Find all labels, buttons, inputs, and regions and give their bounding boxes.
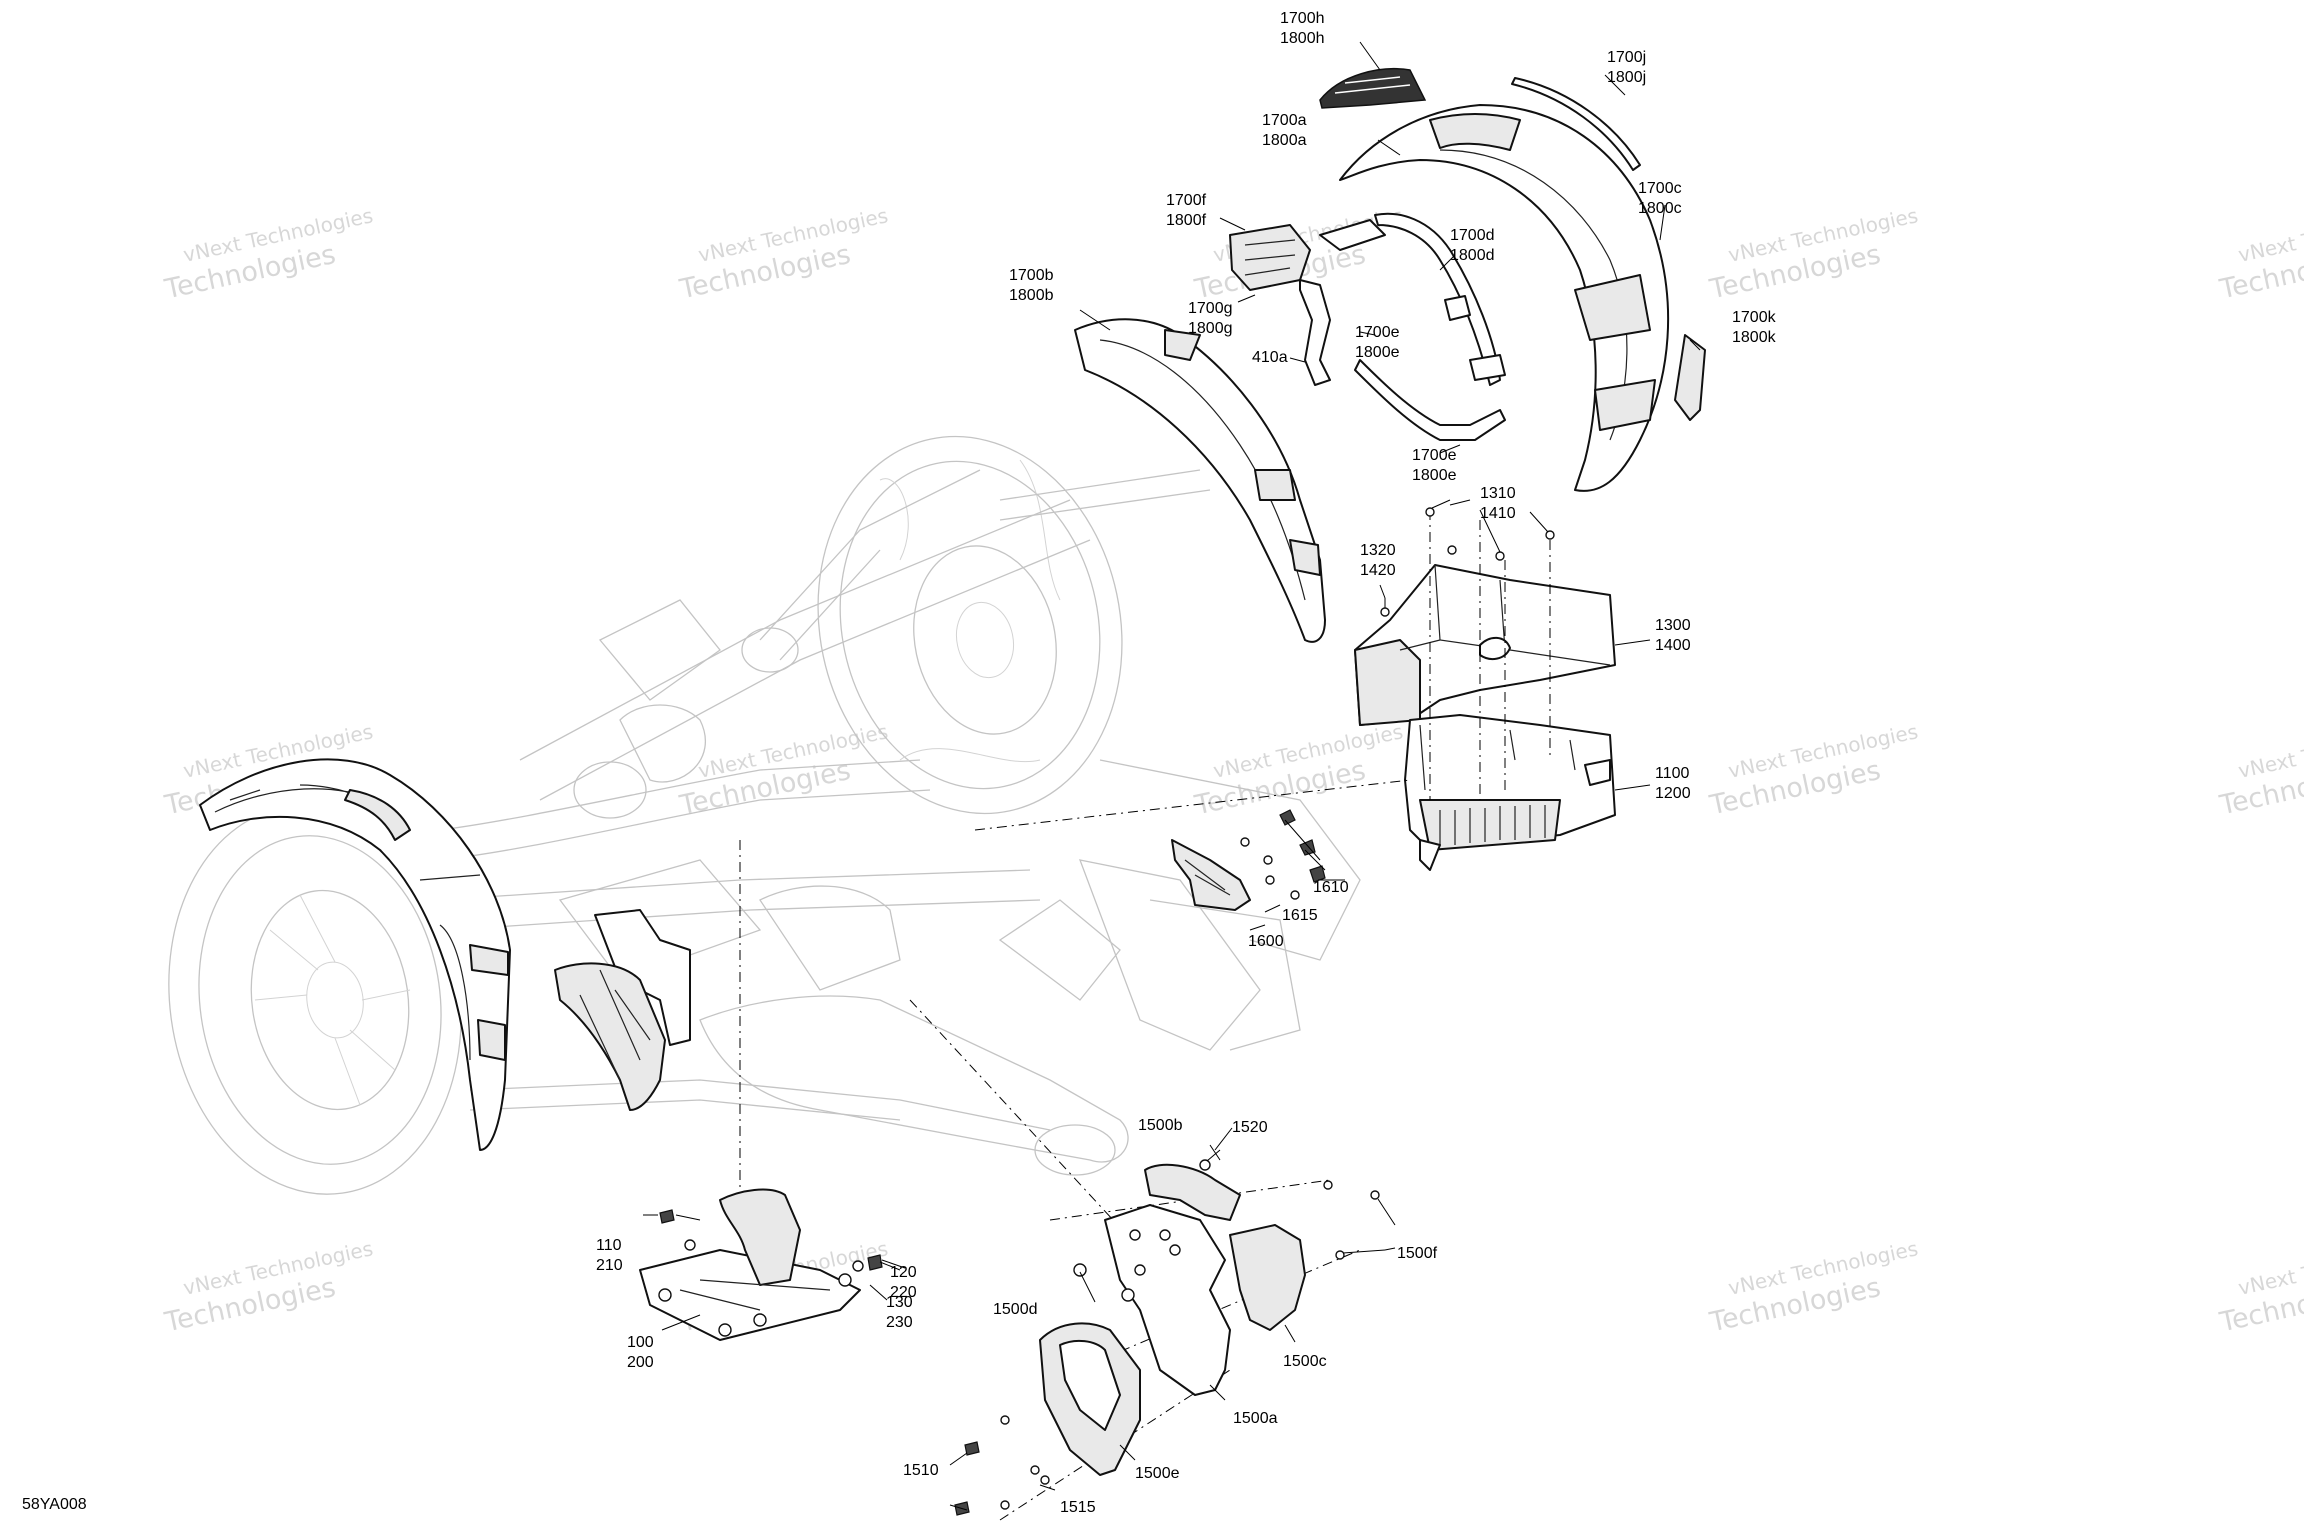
lower-guard-100: [639, 1188, 906, 1341]
callout: 1700f: [1166, 192, 1207, 209]
callout: 1800b: [1009, 287, 1054, 304]
callout: 1800h: [1280, 30, 1325, 47]
rear-fender-assembly: [1074, 68, 1706, 643]
bracket-1600: [1171, 809, 1326, 911]
side-panel-assembly: [1354, 499, 1616, 871]
front-deflector-assembly: [554, 909, 691, 1111]
flap-1700k: [1674, 334, 1706, 421]
diagram-code: 58YA008: [22, 1496, 87, 1513]
watermark: vNext Technologies Technologies: [676, 203, 890, 305]
callout: 1500b: [1138, 1117, 1183, 1134]
callout: 1800e: [1412, 467, 1457, 484]
callout: 1400: [1655, 637, 1691, 654]
screw-set-1310: [1425, 499, 1555, 561]
callout: 1500a: [1233, 1410, 1278, 1427]
callout: 1700e: [1355, 324, 1400, 341]
callout: 1800j: [1607, 69, 1646, 86]
callout: 1510: [903, 1462, 939, 1479]
watermark: vNext Technologies Technologies: [161, 1236, 375, 1338]
callout: 1410: [1480, 505, 1516, 522]
belt-guard-1500: [909, 999, 1396, 1521]
callout: 1700b: [1009, 267, 1054, 284]
watermark: vNext Technologies Technologies: [1706, 1236, 1920, 1338]
callout: 1200: [1655, 785, 1691, 802]
callout: 1800c: [1638, 200, 1682, 217]
callout: 1600: [1248, 933, 1284, 950]
watermark-group: vNext Technologies Technologies vNext Te…: [161, 203, 2304, 1338]
svg-text:vNext Technologies: vNext Technologies: [2236, 1236, 2304, 1300]
callout: 1700e: [1412, 447, 1457, 464]
callout: 1520: [1232, 1119, 1268, 1136]
callout: 1700k: [1732, 309, 1777, 326]
callout: 130: [886, 1294, 913, 1311]
callout: 1700a: [1262, 112, 1307, 129]
callout: 1800f: [1166, 212, 1207, 229]
callout: 1500c: [1283, 1353, 1327, 1370]
callout: 1500e: [1135, 1465, 1180, 1482]
callout: 110: [596, 1237, 622, 1254]
callout: 1700d: [1450, 227, 1495, 244]
callout: 1420: [1360, 562, 1396, 579]
callout: 210: [596, 1257, 623, 1274]
leader-lines: [643, 41, 1701, 1461]
callout: 1700j: [1607, 49, 1646, 66]
callout: 1800k: [1732, 329, 1777, 346]
watermark: vNext Technologies Technologies: [1191, 719, 1405, 821]
callout: 1610: [1313, 879, 1349, 896]
callout: 1500f: [1397, 1245, 1438, 1262]
callout: 100: [627, 1334, 654, 1351]
callout: 1800e: [1355, 344, 1400, 361]
callout: 1700g: [1188, 300, 1233, 317]
watermark: vNext Technologies Technologies: [2216, 719, 2304, 821]
watermark: vNext Technologies Technologies: [161, 203, 375, 305]
screw-1320: [1380, 598, 1390, 617]
callout: 1615: [1282, 907, 1318, 924]
callout: 220: [890, 1284, 917, 1301]
callout: 1700h: [1280, 10, 1325, 27]
callout: 1100: [1655, 765, 1690, 782]
rear-fender-main: [1339, 104, 1670, 492]
watermark: vNext Technologies Technologies: [2216, 203, 2304, 305]
svg-text:vNext Technologies: vNext Technologies: [2236, 719, 2304, 783]
callout: 120: [890, 1264, 917, 1281]
callout: 1700c: [1638, 180, 1682, 197]
callout: 1800a: [1262, 132, 1307, 149]
callout: 230: [886, 1314, 913, 1331]
watermark: vNext Technologies Technologies: [1706, 719, 1920, 821]
callout: 1800d: [1450, 247, 1495, 264]
callout: 1515: [1060, 1499, 1096, 1516]
callout: 200: [627, 1354, 654, 1371]
watermark: vNext Technologies Technologies: [1706, 203, 1920, 305]
callout: 410a: [1252, 349, 1288, 366]
callout-labels: 1700h 1800h 1700j 1800j 1700a 1800a 1700…: [596, 10, 1777, 1516]
callout: 1500d: [993, 1301, 1038, 1318]
strip-1700j: [1511, 77, 1641, 171]
callout: 1300: [1655, 617, 1691, 634]
callout: 1310: [1480, 485, 1516, 502]
watermark: vNext Technologies Technologies: [2216, 1236, 2304, 1338]
svg-text:vNext Technologies: vNext Technologies: [2236, 203, 2304, 267]
front-fender: [199, 758, 511, 1151]
callout: 1320: [1360, 542, 1396, 559]
callout: 1800g: [1188, 320, 1233, 337]
